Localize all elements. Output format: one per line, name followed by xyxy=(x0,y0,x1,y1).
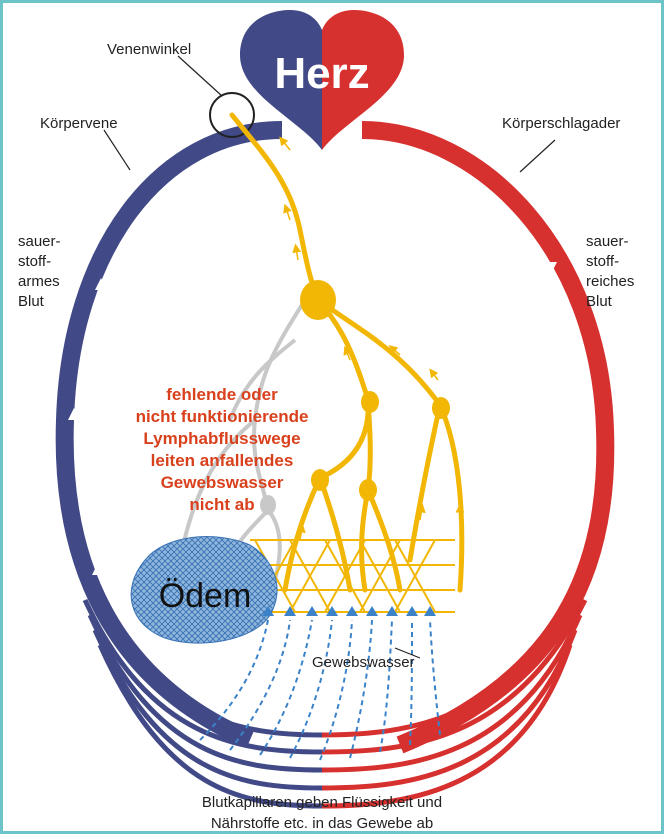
lymph-node-main xyxy=(300,280,336,320)
heart-label: Herz xyxy=(274,49,369,98)
left-side-line-2: stoff- xyxy=(18,253,51,270)
label-koerpervene: Körpervene xyxy=(40,115,118,132)
warning-line-4: leiten anfallendes xyxy=(151,451,294,470)
lymph-node-b xyxy=(432,397,450,419)
warning-line-2: nicht funktionierende xyxy=(136,407,309,426)
label-koerperschlagader: Körperschlagader xyxy=(502,115,620,132)
left-side-line-3: armes xyxy=(18,273,60,290)
caption-line-2: Nährstoffe etc. in das Gewebe ab xyxy=(211,815,433,832)
warning-line-5: Gewebswasser xyxy=(161,473,284,492)
right-side-line-3: reiches xyxy=(586,273,634,290)
oedem-label: Ödem xyxy=(159,577,252,615)
lymph-node-a xyxy=(361,391,379,413)
left-side-line-4: Blut xyxy=(18,293,45,310)
right-side-line-2: stoff- xyxy=(586,253,619,270)
lymph-node-d xyxy=(359,479,377,501)
down-arrow-icon xyxy=(570,420,582,432)
warning-line-3: Lymphabflusswege xyxy=(143,429,300,448)
caption-line-1: Blutkapillaren geben Flüssigkeit und xyxy=(202,794,442,811)
tissue-water-arrowheads xyxy=(262,606,436,616)
warning-line-6: nicht ab xyxy=(189,495,254,514)
lymph-node-c xyxy=(311,469,329,491)
warning-line-1: fehlende oder xyxy=(166,385,278,404)
left-side-line-1: sauer- xyxy=(18,233,61,250)
grey-lymph-node xyxy=(260,495,276,515)
right-side-line-4: Blut xyxy=(586,293,613,310)
down-arrow-icon xyxy=(540,578,552,590)
label-venenwinkel: Venenwinkel xyxy=(107,41,191,58)
right-side-line-1: sauer- xyxy=(586,233,629,250)
label-gewebswasser: Gewebswasser xyxy=(312,654,415,671)
